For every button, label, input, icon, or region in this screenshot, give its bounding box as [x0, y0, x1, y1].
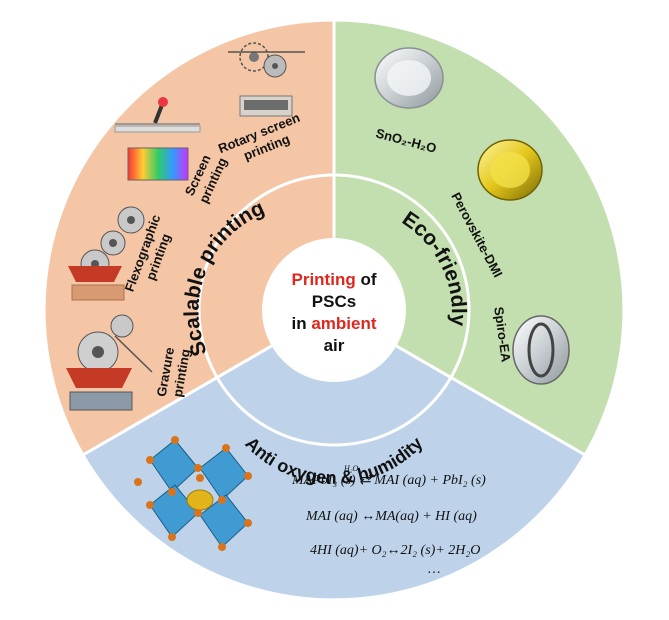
equation-2: MAI (aq) ↔MA(aq) + HI (aq) [305, 509, 477, 524]
center-line-4: air [324, 336, 345, 355]
equation-1: MAPbI₃ (s) ⇄ MAI (aq) + PbI₂ (s) [291, 473, 486, 488]
center-circle [262, 238, 406, 382]
equation-1-over: H₂O [343, 464, 359, 473]
perovskite-crystal-structure [134, 436, 252, 551]
perovskite-dmi-vial-photo [477, 139, 543, 201]
flexographic-illustration [68, 206, 145, 301]
rotary-screen-illustration [228, 42, 305, 117]
center-line-2: PSCs [312, 292, 356, 311]
inner-ring-border [197, 173, 471, 447]
sno2-vial-photo [374, 47, 444, 109]
spiro-ea-vial-photo [512, 315, 570, 385]
equation-ellipsis: … [428, 562, 440, 577]
equation-3: 4HI (aq)+ O₂↔2I₂ (s)+ 2H₂O [310, 543, 480, 558]
center-line-1: Printing of [292, 270, 377, 289]
center-line-3: in ambient [291, 314, 376, 333]
screen-printing-illustration [114, 97, 201, 181]
gravure-illustration [66, 314, 153, 411]
